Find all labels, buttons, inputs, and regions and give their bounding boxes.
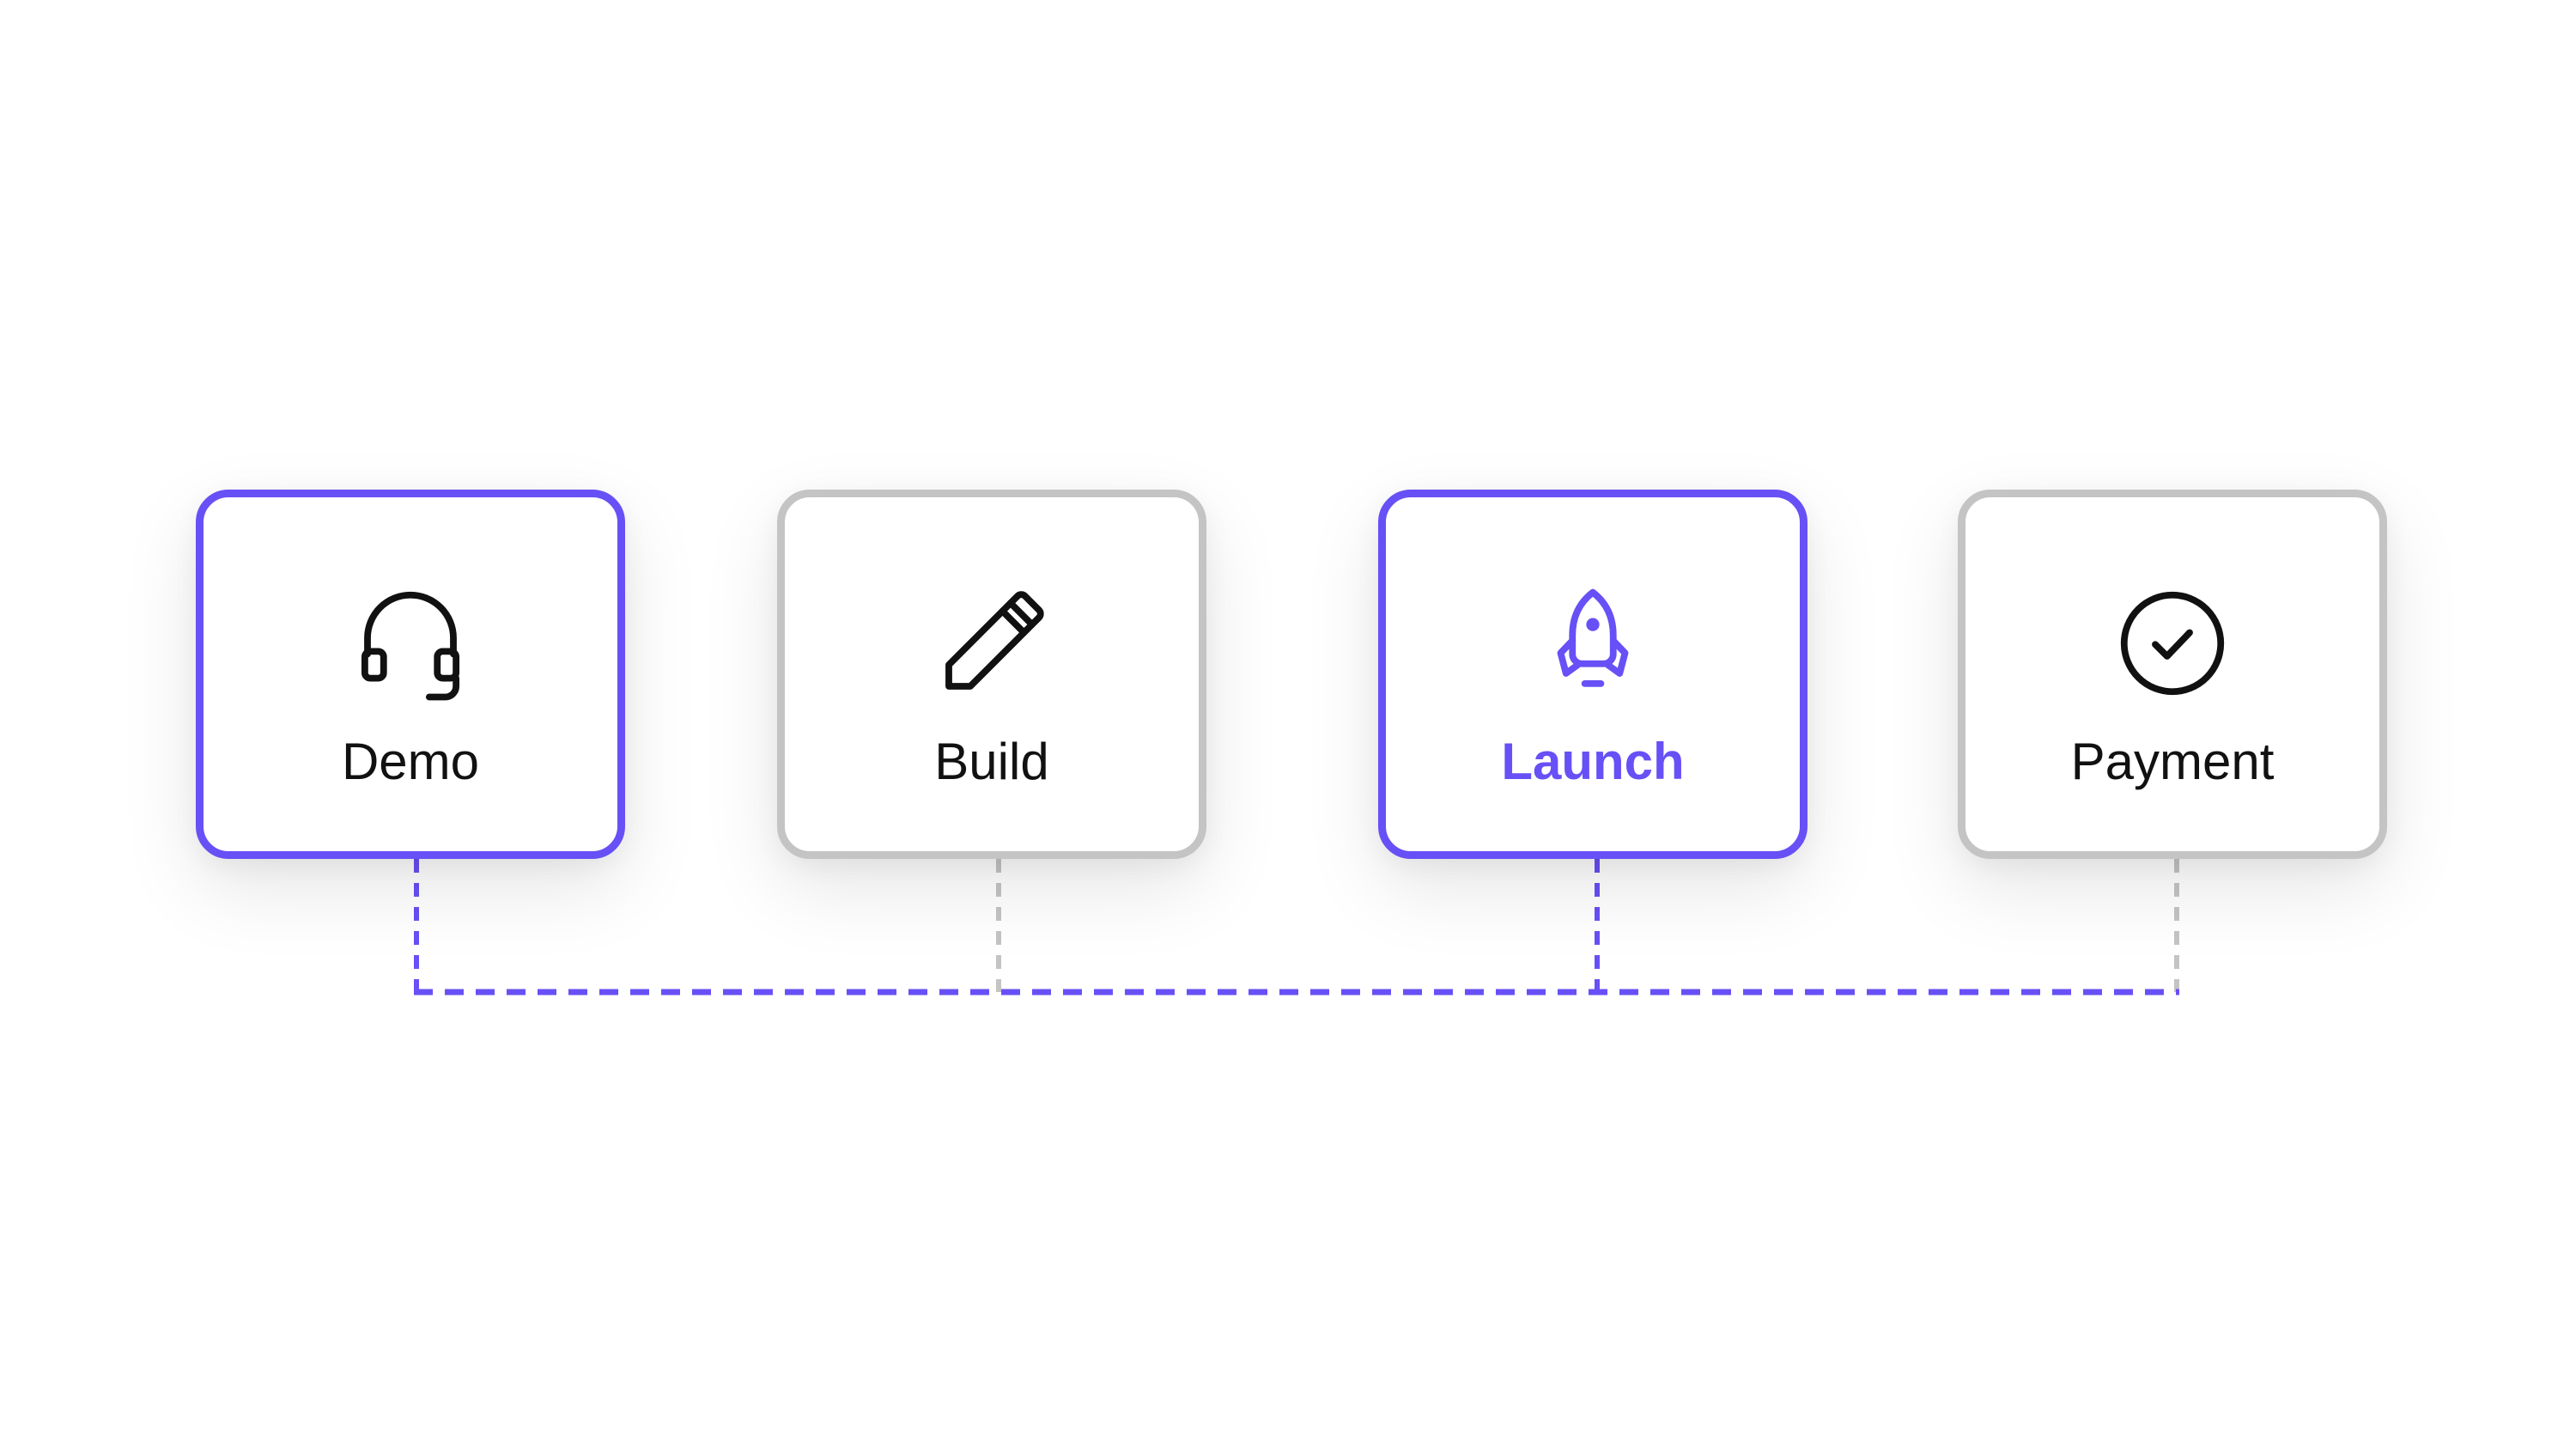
step-label-payment: Payment	[2070, 733, 2275, 790]
step-label-build: Build	[934, 733, 1049, 790]
pencil-icon	[927, 579, 1056, 708]
step-card-build[interactable]: Build	[777, 490, 1206, 859]
rocket-icon	[1528, 579, 1657, 708]
check-circle-icon	[2108, 579, 2237, 708]
step-card-payment[interactable]: Payment	[1958, 490, 2387, 859]
step-label-launch: Launch	[1501, 733, 1685, 790]
step-card-launch[interactable]: Launch	[1378, 490, 1807, 859]
step-card-demo[interactable]: Demo	[196, 490, 625, 859]
headset-icon	[346, 579, 475, 708]
step-label-demo: Demo	[341, 733, 480, 790]
